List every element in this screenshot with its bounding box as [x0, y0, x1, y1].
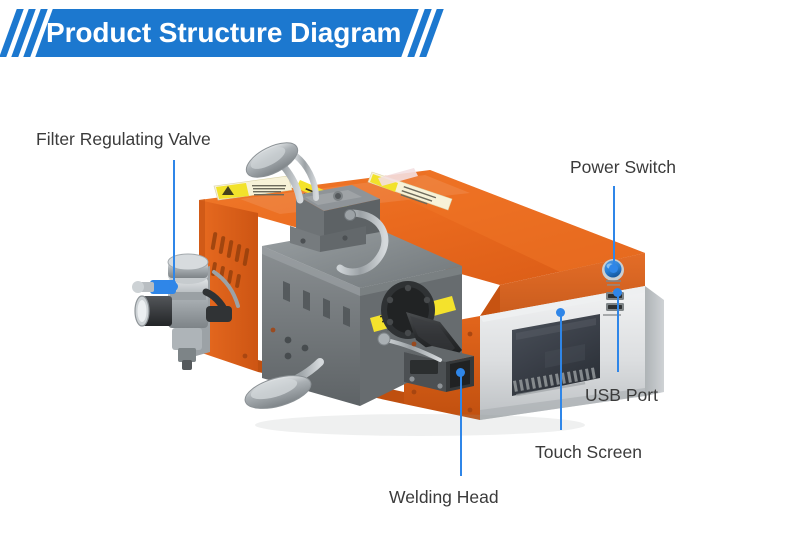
drop-shadow	[255, 414, 585, 436]
page-title: Product Structure Diagram	[46, 17, 402, 48]
leader-line-usb-port	[617, 292, 619, 372]
leader-line-filter-regulating-valve	[173, 160, 175, 286]
body-bolts	[242, 327, 473, 413]
leader-dot-power-switch	[609, 264, 618, 273]
upper-handle	[245, 142, 319, 204]
callout-label-touch-screen: Touch Screen	[535, 442, 643, 462]
leader-line-welding-head	[460, 372, 462, 476]
callout-label-usb-port: USB Port	[585, 385, 658, 405]
title-banner: Product Structure Diagram	[0, 9, 500, 57]
callout-label-filter-regulating-valve: Filter Regulating Valve	[36, 129, 211, 149]
welding-head-assembly	[377, 281, 474, 392]
leader-line-touch-screen	[560, 312, 562, 430]
leader-dot-usb-port	[613, 288, 622, 297]
lifting-ring	[336, 209, 389, 276]
lower-handle	[244, 358, 324, 409]
callout-label-power-switch: Power Switch	[570, 157, 677, 177]
leader-line-power-switch	[613, 186, 615, 268]
leader-dot-filter-regulating-valve	[169, 282, 178, 291]
leader-dot-welding-head	[456, 368, 465, 377]
leader-dot-touch-screen	[556, 308, 565, 317]
touch-screen-part	[512, 314, 600, 396]
callout-label-welding-head: Welding Head	[389, 487, 499, 507]
